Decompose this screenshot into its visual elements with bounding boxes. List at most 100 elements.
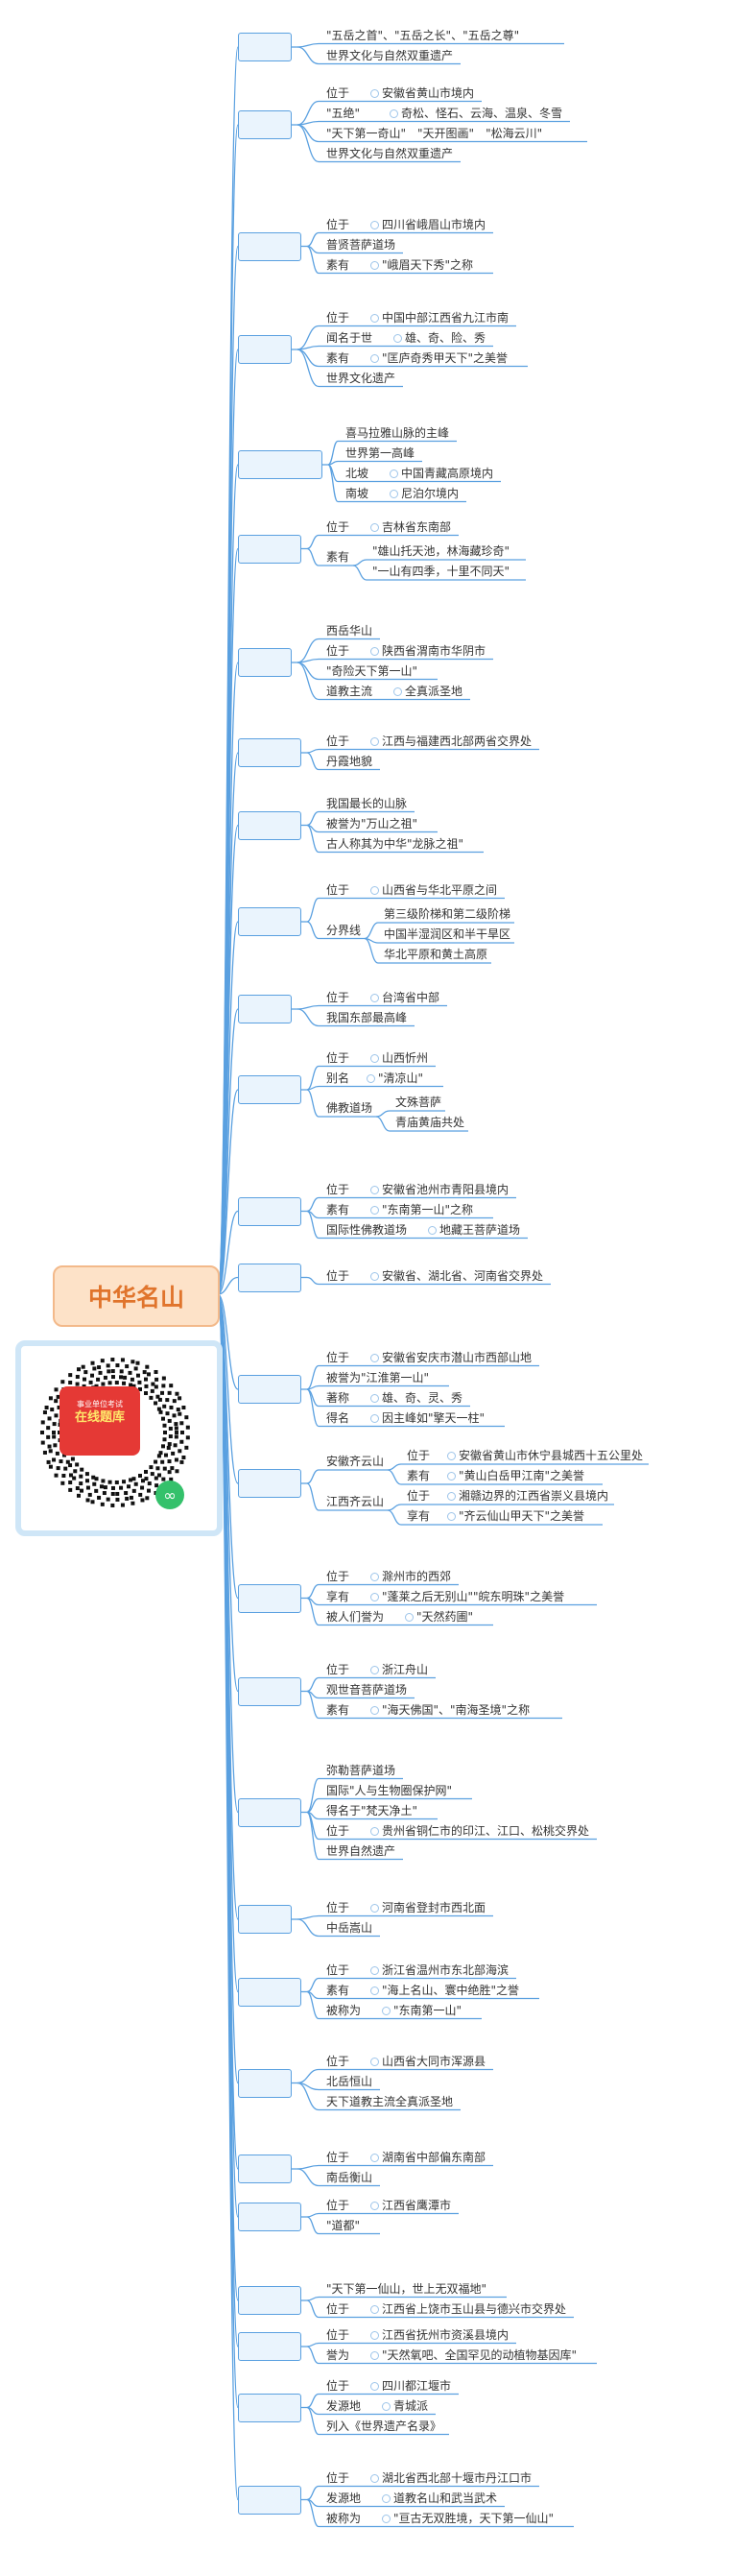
- leaf-text: 世界第一高峰: [345, 445, 415, 460]
- mountain-node-2[interactable]: [238, 231, 301, 261]
- leaf-text: 北岳恒山: [326, 2074, 373, 2088]
- leaf-key: 北坡: [345, 466, 369, 480]
- mountain-node-10[interactable]: [238, 995, 292, 1023]
- leaf-text: 西岳华山: [326, 623, 373, 638]
- mountain-node-5[interactable]: [238, 534, 301, 564]
- mountain-node-4[interactable]: [238, 450, 322, 479]
- qr-code-card[interactable]: 事业单位考试 在线题库 ∞: [15, 1340, 223, 1536]
- leaf-pair-key: 素有: [407, 1469, 431, 1482]
- leaf-sub: 第三级阶梯和第二级阶梯: [384, 907, 511, 921]
- leaf-text: 国际"人与生物圈保护网": [326, 1783, 453, 1797]
- leaf-value: 安徽省池州市青阳县境内: [382, 1182, 510, 1196]
- leaf-key: 位于: [326, 643, 350, 658]
- mountain-node-1[interactable]: [238, 110, 292, 139]
- leaf-key: 位于: [326, 1823, 350, 1838]
- mountain-node-17[interactable]: [238, 1676, 301, 1706]
- leaf-value: 安徽省安庆市潜山市西部山地: [382, 1350, 533, 1364]
- leaf-value: 湖北省西北部十堰市丹江口市: [382, 2470, 533, 2485]
- bullet-icon: [370, 1826, 379, 1836]
- leaf-sub: 中国半湿润区和半干旱区: [384, 927, 511, 941]
- mountain-node-6[interactable]: [238, 648, 292, 677]
- mountain-node-25[interactable]: [238, 2332, 301, 2361]
- mountain-node-13[interactable]: [238, 1263, 301, 1292]
- bullet-icon: [370, 2201, 379, 2210]
- leaf-key: 发源地: [326, 2398, 362, 2413]
- leaf-text: 南岳衡山: [326, 2170, 373, 2184]
- leaf-value: 尼泊尔境内: [401, 486, 460, 500]
- bullet-icon: [370, 1185, 379, 1194]
- leaf-key: 位于: [326, 1182, 350, 1196]
- mountain-node-21[interactable]: [238, 2068, 292, 2098]
- mountain-node-11[interactable]: [238, 1075, 301, 1104]
- bullet-icon: [390, 469, 398, 478]
- leaf-key: 位于: [326, 1050, 350, 1065]
- mountain-node-9[interactable]: [238, 907, 301, 936]
- leaf-key: 被称为: [326, 2511, 362, 2525]
- mountain-node-16[interactable]: [238, 1583, 301, 1613]
- mountain-node-19[interactable]: [238, 1905, 292, 1934]
- leaf-value: 河南省登封市西北面: [382, 1900, 486, 1914]
- leaf-value: 滁州市的西郊: [382, 1569, 452, 1583]
- leaf-sub: 青庙黄庙共处: [395, 1116, 465, 1129]
- leaf-text: 世界自然遗产: [326, 1843, 396, 1858]
- mountain-node-18[interactable]: [238, 1797, 301, 1827]
- leaf-value: 雄、奇、险、秀: [405, 330, 486, 345]
- mountain-node-23[interactable]: [238, 2203, 301, 2231]
- mountain-node-20[interactable]: [238, 1977, 301, 2007]
- leaf-key: 位于: [326, 519, 350, 534]
- leaf-key: 位于: [326, 2470, 350, 2485]
- bullet-icon: [370, 1053, 379, 1063]
- mountain-node-14[interactable]: [238, 1375, 301, 1404]
- leaf-key: 发源地: [326, 2491, 362, 2505]
- bullet-icon: [370, 736, 379, 746]
- leaf-key: 位于: [326, 734, 350, 748]
- leaf-key: 被人们誉为: [326, 1609, 385, 1624]
- mini-program-icon: ∞: [155, 1481, 184, 1509]
- leaf-key: 南坡: [345, 486, 369, 500]
- mountain-node-8[interactable]: [238, 810, 301, 840]
- leaf-text: 古人称其为中华"龙脉之祖": [326, 836, 464, 851]
- bullet-icon: [370, 1393, 379, 1403]
- bullet-icon: [390, 108, 398, 118]
- leaf-pair-value: "黄山白岳甲江南"之美誉: [459, 1469, 585, 1482]
- bullet-icon: [370, 2350, 379, 2360]
- leaf-value: 江西与福建西北部两省交界处: [382, 734, 533, 748]
- leaf-key: 位于: [326, 2301, 350, 2316]
- mountain-node-26[interactable]: [238, 2393, 301, 2422]
- leaf-text: "奇险天下第一山": [326, 663, 418, 678]
- bullet-icon: [370, 353, 379, 363]
- leaf-text: "五绝": [326, 106, 361, 120]
- leaf-text: 别名: [326, 1071, 350, 1085]
- bullet-icon: [382, 2006, 391, 2015]
- leaf-value: 浙江舟山: [382, 1662, 429, 1676]
- bullet-icon: [370, 1986, 379, 1995]
- bullet-icon: [370, 1413, 379, 1423]
- leaf-sub: "一山有四季，十里不同天": [372, 565, 510, 578]
- leaf-value: "清凉山": [378, 1071, 424, 1085]
- mountain-node-12[interactable]: [238, 1196, 301, 1226]
- bullet-icon: [428, 1225, 437, 1235]
- mountain-node-24[interactable]: [238, 2286, 301, 2315]
- leaf-pair-key: 享有: [407, 1509, 431, 1523]
- leaf-text: 被誉为"万山之祖": [326, 816, 418, 831]
- leaf-text: 天下道教主流全真派圣地: [326, 2094, 454, 2108]
- leaf-key: 位于: [326, 2150, 350, 2164]
- leaf-text: 世界文化与自然双重遗产: [326, 48, 454, 62]
- bullet-icon: [370, 2381, 379, 2391]
- bullet-icon: [382, 2514, 391, 2523]
- qr-center-badge: 事业单位考试 在线题库: [59, 1386, 140, 1456]
- root-node[interactable]: 中华名山: [53, 1265, 220, 1327]
- leaf-key: 位于: [326, 2378, 350, 2393]
- mountain-node-27[interactable]: [238, 2485, 301, 2515]
- mountain-node-0[interactable]: [238, 33, 292, 61]
- leaf-value: 因主峰如"擎天一柱": [382, 1410, 486, 1425]
- mountain-node-3[interactable]: [238, 335, 292, 364]
- mountain-node-7[interactable]: [238, 738, 301, 767]
- bullet-icon: [370, 88, 379, 98]
- qr-line1: 事业单位考试: [77, 1400, 123, 1408]
- mountain-node-15[interactable]: [238, 1469, 301, 1498]
- mountain-node-22[interactable]: [238, 2155, 292, 2183]
- leaf-text: 观世音菩萨道场: [326, 1682, 408, 1697]
- leaf-text: 世界文化遗产: [326, 371, 396, 385]
